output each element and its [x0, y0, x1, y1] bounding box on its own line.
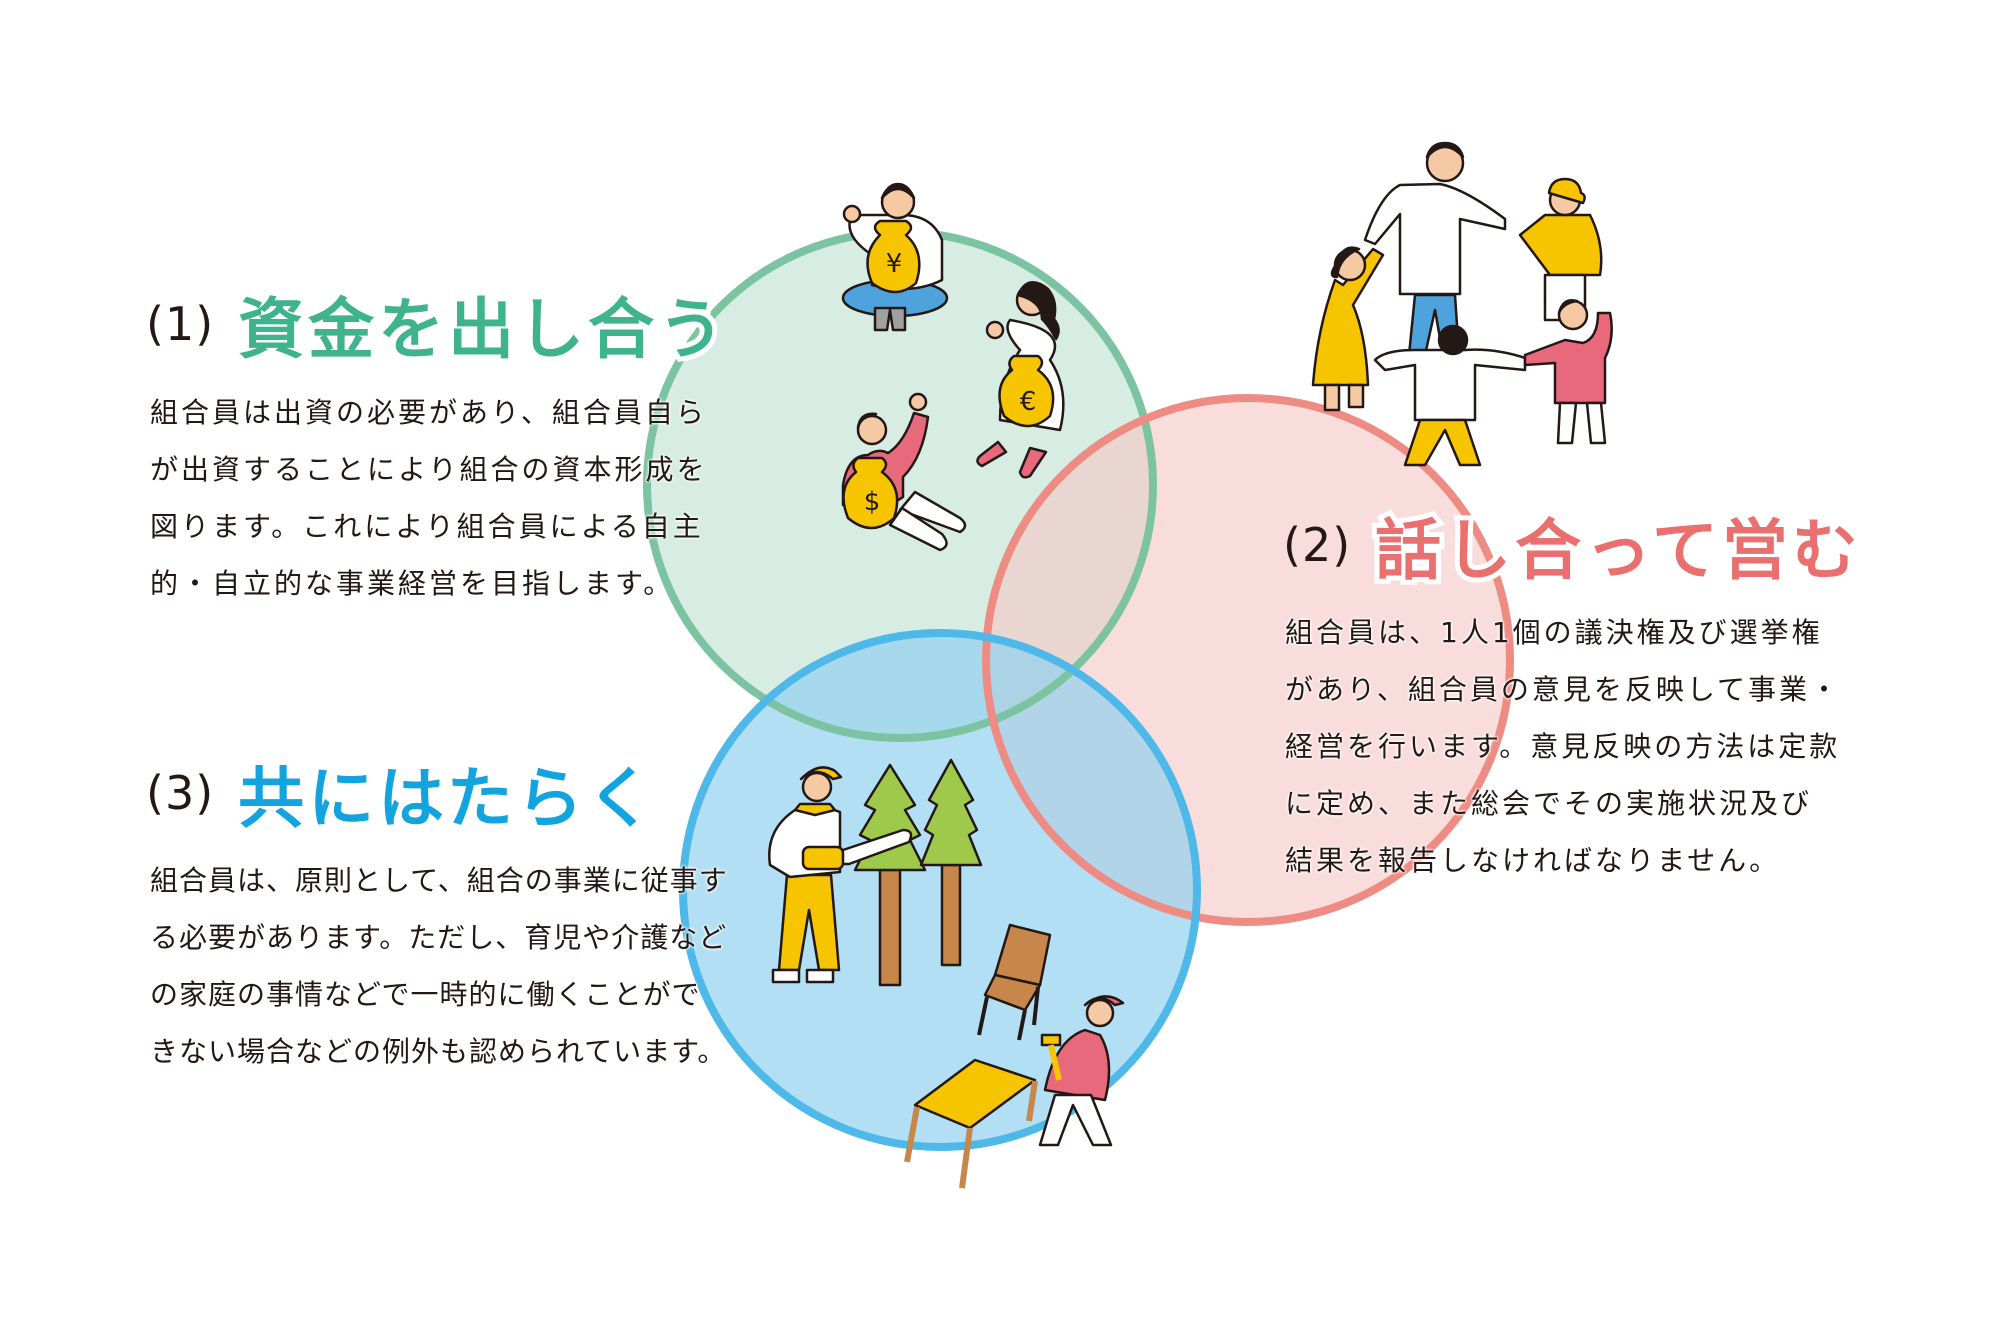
- people-holding-hands-circle-icon: [1311, 141, 1613, 467]
- section-2-body-line: 経営を行います。意見反映の方法は定款: [1285, 730, 1841, 763]
- section-3-number: (3): [146, 766, 215, 820]
- section-3-body-line: の家庭の事情などで一時的に働くことがで: [150, 978, 701, 1011]
- section-3-body-line: 組合員は、原則として、組合の事業に従事す: [150, 864, 728, 897]
- section-2-title: 話し合って営む: [1370, 507, 1863, 594]
- section-1-body-line: 組合員は出資の必要があり、組合員自ら: [150, 396, 707, 429]
- section-2-body-line: があり、組合員の意見を反映して事業・: [1285, 673, 1842, 706]
- section-1-heading: (1) 資金を出し合う: [146, 276, 729, 373]
- section-2-body-line: 組合員は、1人1個の議決権及び選挙権: [1285, 616, 1823, 649]
- people-working-forestry-furniture-icon: [768, 758, 1125, 1189]
- section-1-body-line: 的・自立的な事業経営を目指します。: [150, 567, 675, 600]
- dollar-symbol: $: [864, 487, 881, 517]
- section-1-body-line: が出資することにより組合の資本形成を: [150, 453, 708, 486]
- section-2-heading: (2) 話し合って営む: [1283, 497, 1863, 594]
- circle-outline-blue: [679, 629, 1201, 1151]
- people-holding-money-bags-icon: ¥ $ €: [841, 182, 1065, 552]
- yen-symbol: ¥: [886, 249, 903, 279]
- section-3-body: 組合員は、原則として、組合の事業に従事す る必要があります。ただし、育児や介護な…: [150, 852, 728, 1080]
- section-1-body-line: 図ります。これにより組合員による自主: [150, 510, 704, 543]
- circle-outline-pink: [982, 394, 1514, 926]
- section-2-body: 組合員は、1人1個の議決権及び選挙権 があり、組合員の意見を反映して事業・ 経営…: [1285, 604, 1841, 889]
- euro-symbol: €: [1020, 387, 1037, 417]
- section-3-body-line: る必要があります。ただし、育児や介護など: [150, 921, 728, 954]
- section-2-body-line: に定め、また総会でその実施状況及び: [1285, 787, 1813, 820]
- section-1-number: (1): [146, 297, 215, 351]
- section-2-number: (2): [1283, 518, 1352, 572]
- section-3-heading: (3) 共にはたらく: [146, 745, 658, 842]
- section-3-title: 共にはたらく: [233, 755, 658, 842]
- section-1-title: 資金を出し合う: [233, 286, 729, 373]
- circle-fill-blue: [683, 633, 1197, 1147]
- section-3-body-line: きない場合などの例外も認められています。: [150, 1035, 727, 1068]
- section-2-body-line: 結果を報告しなければなりません。: [1285, 844, 1781, 877]
- section-1-body: 組合員は出資の必要があり、組合員自ら が出資することにより組合の資本形成を 図り…: [150, 384, 707, 612]
